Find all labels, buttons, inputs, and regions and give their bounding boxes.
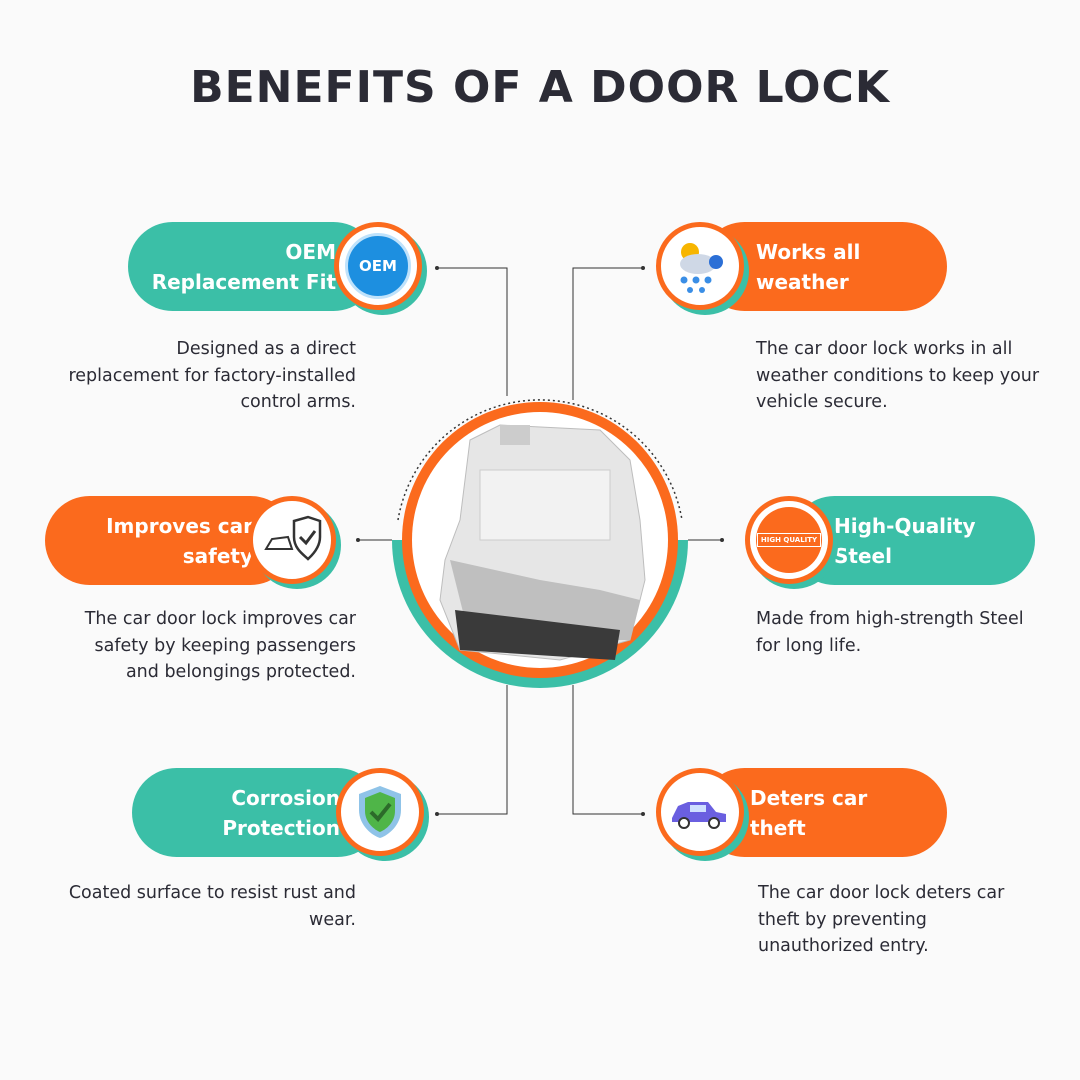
benefit-pill-corrosion: Corrosion Protection <box>132 768 382 857</box>
benefit-title: Corrosion <box>231 785 340 810</box>
high-quality-badge-text: HIGH QUALITY <box>756 533 822 547</box>
weather-icon <box>656 222 744 310</box>
benefit-description: The car door lock improves car safety by… <box>84 609 356 682</box>
benefit-title: Works all <box>756 239 861 264</box>
benefit-title: theft <box>750 815 806 840</box>
benefit-title: Steel <box>834 543 892 568</box>
benefit-title: OEM <box>285 239 336 264</box>
benefit-description: Made from high-strength Steel for long l… <box>756 609 1024 656</box>
benefit-description: Coated surface to resist rust and wear. <box>68 883 356 930</box>
page-title: BENEFITS OF A DOOR LOCK <box>190 62 890 113</box>
benefit-description: Designed as a direct replacement for fac… <box>68 339 356 412</box>
car-shield-icon <box>248 496 336 584</box>
benefit-title: Improves car <box>106 513 253 538</box>
oem-badge-icon: OEM <box>334 222 422 310</box>
benefit-title: High-Quality <box>834 513 976 538</box>
oem-badge-text: OEM <box>345 233 411 299</box>
benefit-title: Replacement Fit <box>151 269 336 294</box>
benefit-title: weather <box>756 269 849 294</box>
benefit-description: The car door lock deters car theft by pr… <box>758 883 1005 956</box>
benefit-description: The car door lock works in all weather c… <box>756 339 1040 412</box>
car-theft-icon <box>656 768 744 856</box>
high-quality-badge-icon: HIGH QUALITY <box>745 496 833 584</box>
shield-check-icon <box>336 768 424 856</box>
door-lock-image <box>439 424 646 661</box>
benefit-title: Deters car <box>750 785 868 810</box>
benefit-title: safety <box>182 543 253 568</box>
benefit-title: Protection <box>222 815 340 840</box>
dotted-arc <box>397 399 683 521</box>
